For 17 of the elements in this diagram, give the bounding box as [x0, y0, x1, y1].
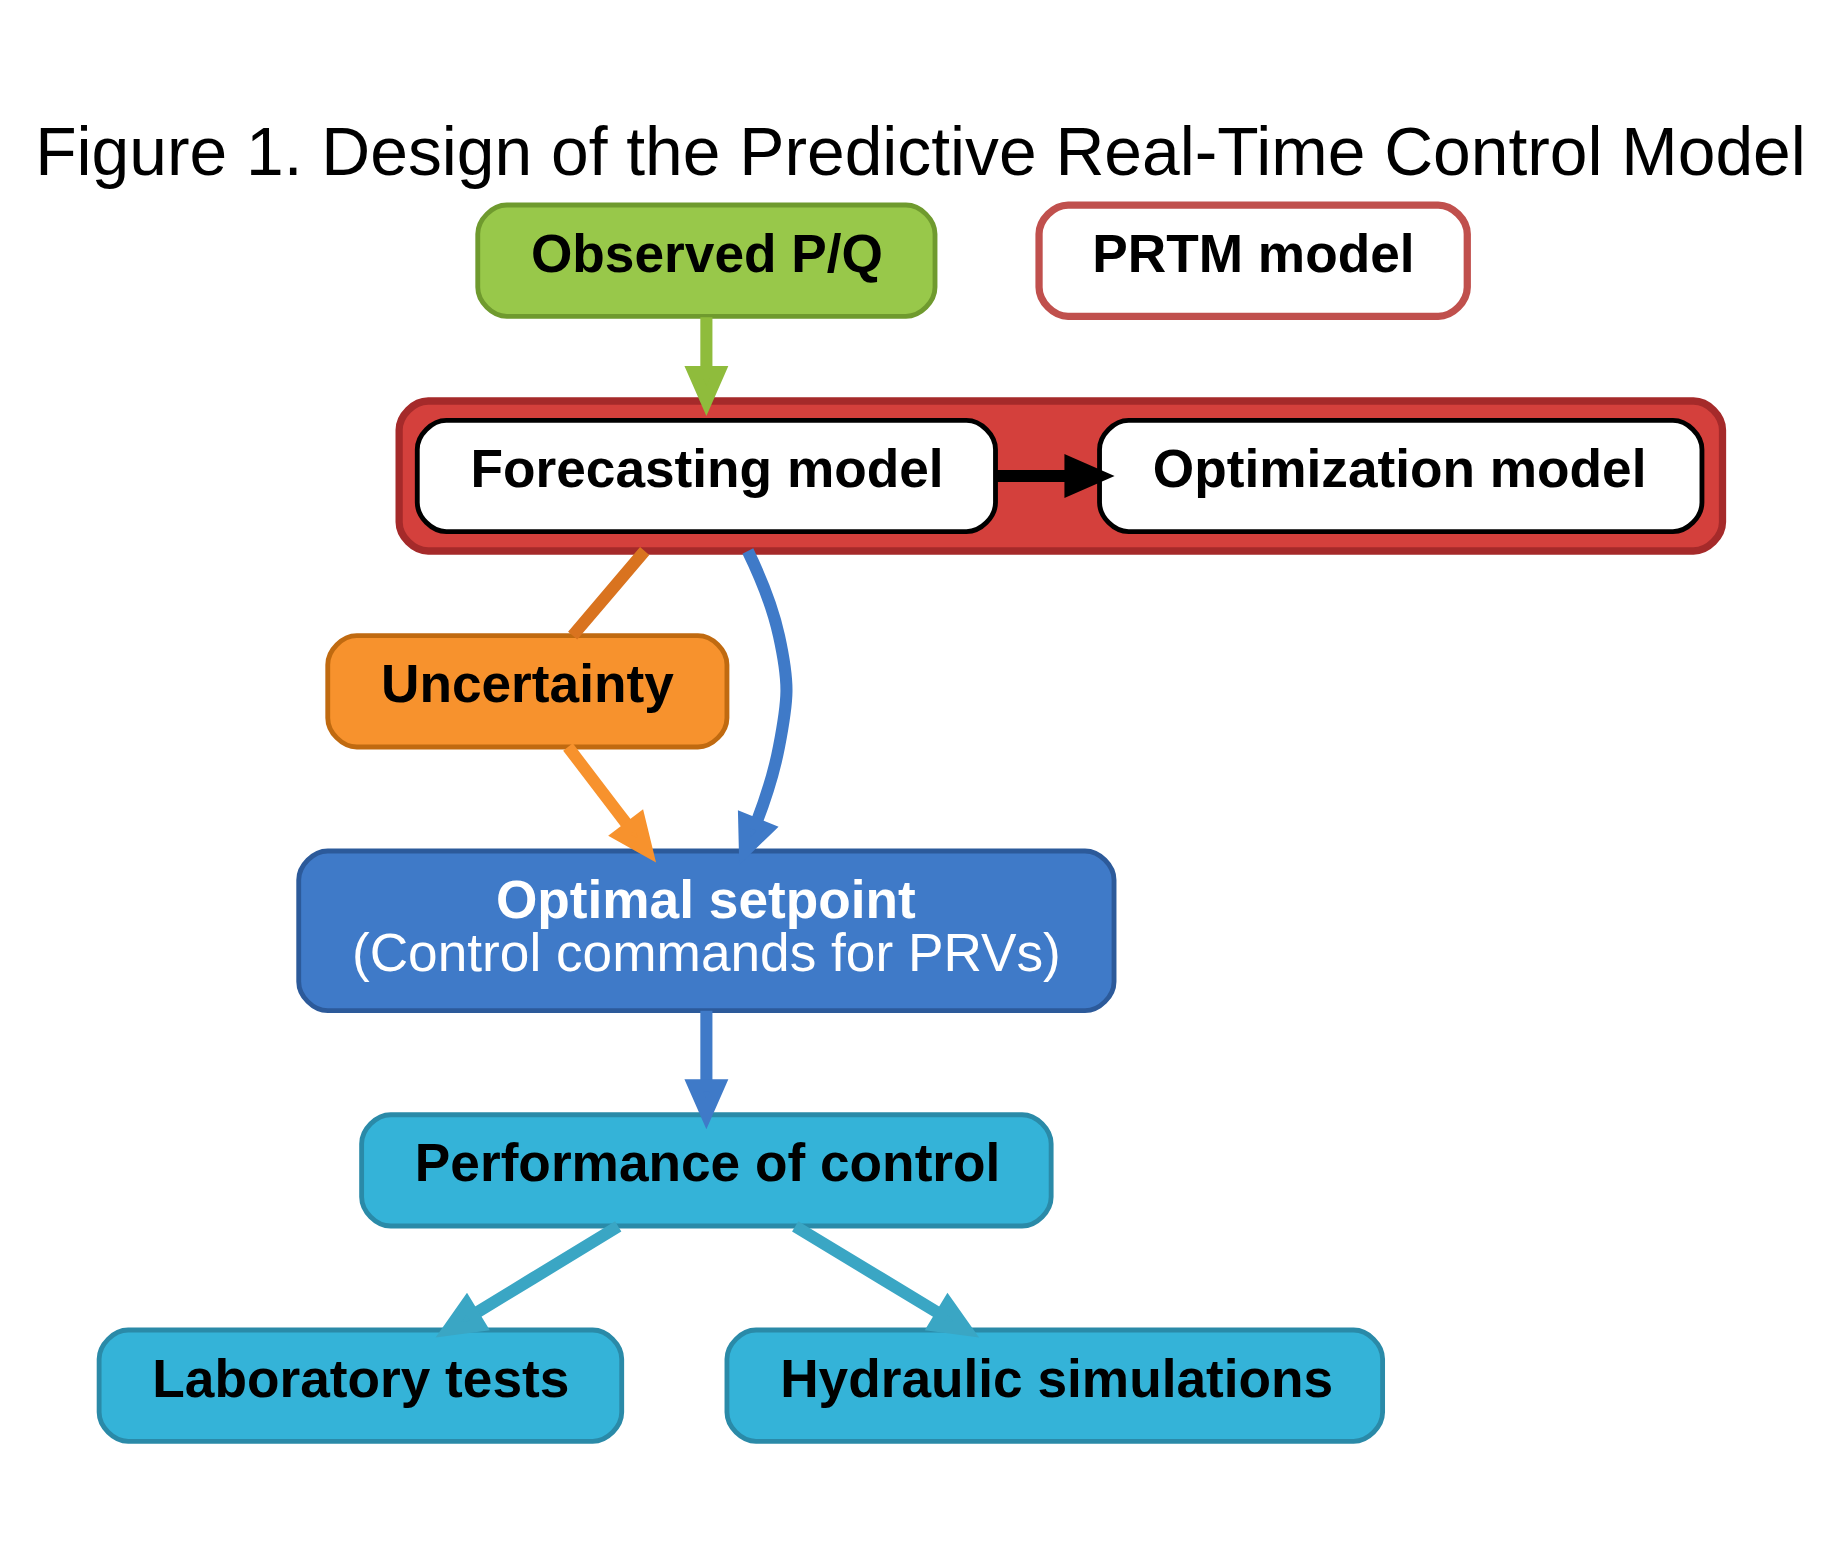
- node-box: Forecasting model: [414, 417, 998, 535]
- arrow: [563, 743, 657, 863]
- node-box: Observed P/Q: [475, 202, 938, 319]
- arrow: [792, 1221, 980, 1338]
- arrow: [995, 454, 1115, 498]
- node-box: Hydraulic simulations: [724, 1327, 1385, 1444]
- node-box: Uncertainty: [325, 633, 730, 750]
- cluster: [395, 397, 1727, 555]
- node-box: Laboratory tests: [96, 1327, 625, 1444]
- node-box: Optimization model: [1097, 417, 1705, 535]
- node-box: Optimal setpoint (Control commands for PRVs): [296, 848, 1117, 1014]
- diagram-title: Figure 1. Design of the Predictive Real-Time Control Model: [35, 113, 1806, 189]
- node-box: Performance of control: [359, 1112, 1054, 1229]
- connector: [568, 547, 650, 640]
- node-box: PRTM model: [1035, 201, 1471, 320]
- arrow: [435, 1221, 622, 1338]
- arrow: [684, 1010, 729, 1130]
